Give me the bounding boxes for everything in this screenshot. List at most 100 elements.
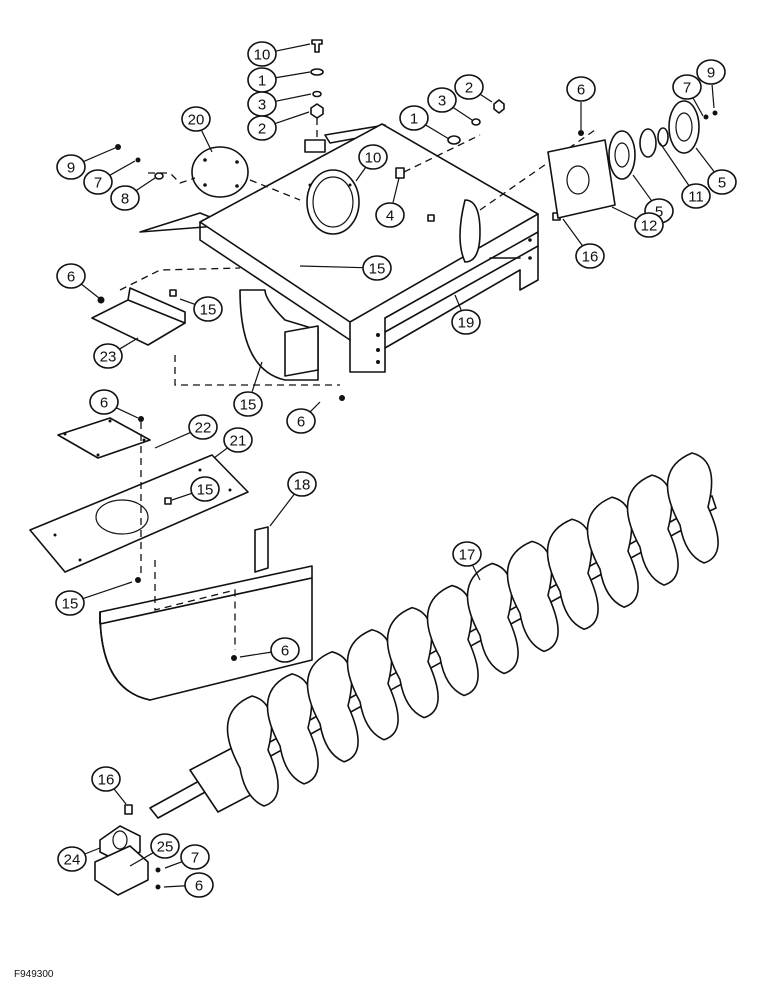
callout-7: 7 (164, 844, 210, 870)
callout-7: 7 (672, 74, 704, 117)
callout-8: 8 (110, 177, 156, 211)
callout-leader (213, 447, 228, 459)
callout-15: 15 (55, 581, 133, 616)
callout-leader (711, 84, 715, 109)
callout-10: 10 (355, 144, 388, 182)
callout-19: 19 (451, 294, 481, 335)
callout-leader (472, 565, 481, 581)
callout-leader (164, 860, 184, 869)
auger-flight (386, 606, 439, 719)
callout-circle (362, 255, 392, 281)
callout-label: 9 (707, 65, 715, 82)
callout-leader (299, 265, 365, 269)
right-hardware (395, 99, 596, 222)
callout-leader (392, 177, 400, 203)
callout-circle (181, 106, 211, 132)
callout-label: 15 (369, 261, 386, 278)
callout-circle (150, 833, 180, 859)
callout-leader (274, 71, 311, 79)
callout-label: 12 (641, 218, 658, 235)
callout-leader (454, 294, 462, 311)
callout-label: 1 (410, 111, 418, 128)
callout-circle (193, 296, 223, 322)
auger-flight (626, 474, 679, 586)
callout-leader (83, 847, 101, 855)
callout-circle (451, 309, 481, 335)
callout-label: 24 (64, 852, 81, 869)
callout-circle (427, 87, 457, 113)
callout-leader (80, 283, 100, 299)
trough-18 (99, 526, 313, 701)
callout-label: 1 (258, 73, 266, 90)
callout-leader (452, 106, 473, 121)
callout-leader (239, 651, 273, 658)
callout-label: 6 (67, 269, 75, 286)
callout-6: 6 (163, 872, 214, 898)
auger-flight (226, 695, 279, 807)
callout-16: 16 (91, 766, 127, 805)
callout-18: 18 (269, 471, 317, 527)
callout-9: 9 (56, 147, 116, 180)
cover-23 (91, 267, 345, 401)
callout-leader (695, 147, 715, 173)
callout-circle (399, 105, 429, 131)
callout-leader (82, 147, 116, 163)
callout-label: 6 (297, 414, 305, 431)
auger-flights (226, 452, 719, 807)
callout-9: 9 (696, 59, 726, 109)
callout-leader (135, 177, 156, 192)
callout-6: 6 (566, 76, 596, 130)
callout-22: 22 (154, 414, 218, 449)
callout-leader (269, 493, 295, 527)
callout-leader (632, 174, 652, 201)
callout-circle (110, 185, 140, 211)
callout-label: 7 (94, 175, 102, 192)
callout-15: 15 (233, 361, 263, 417)
callout-circle (575, 243, 605, 269)
callout-label: 7 (683, 80, 691, 97)
auger-flight (506, 540, 559, 653)
callout-leader (611, 206, 638, 220)
callout-15: 15 (299, 255, 392, 281)
callout-circle (247, 115, 277, 141)
callout-label: 6 (100, 395, 108, 412)
callout-circle (454, 74, 484, 100)
callout-leader (274, 111, 310, 125)
callout-circle (91, 766, 121, 792)
callout-3: 3 (247, 91, 312, 117)
plates-22-21 (29, 416, 249, 583)
callout-label: 15 (200, 302, 217, 319)
callout-leader (274, 93, 312, 102)
callout-20: 20 (181, 106, 213, 153)
callout-leader (109, 160, 136, 177)
callout-label: 21 (230, 433, 247, 450)
callout-label: 3 (438, 93, 446, 110)
callout-circle (89, 389, 119, 415)
callout-label: 20 (188, 112, 205, 129)
callout-leader (355, 167, 366, 182)
callout-label: 6 (281, 643, 289, 660)
callout-circle (672, 74, 702, 100)
callout-15: 15 (179, 296, 223, 322)
callout-17: 17 (452, 541, 482, 581)
callout-label: 9 (67, 160, 75, 177)
callout-10: 10 (247, 41, 311, 67)
callout-12: 12 (611, 206, 664, 238)
callout-1: 1 (247, 67, 311, 93)
bearing-assembly (547, 100, 718, 219)
callout-label: 18 (294, 477, 311, 494)
auger-flight (306, 651, 359, 763)
callout-circle (566, 76, 596, 102)
callout-leader (274, 43, 311, 52)
cover-plate-20 (148, 146, 301, 201)
callout-circle (707, 169, 737, 195)
callout-circle (188, 414, 218, 440)
callout-1: 1 (399, 105, 450, 140)
auger-flight (546, 518, 599, 631)
callout-21: 21 (213, 427, 253, 459)
callout-leader (118, 337, 139, 350)
callout-circle (57, 846, 87, 872)
callout-7: 7 (83, 160, 136, 195)
callout-label: 3 (258, 97, 266, 114)
